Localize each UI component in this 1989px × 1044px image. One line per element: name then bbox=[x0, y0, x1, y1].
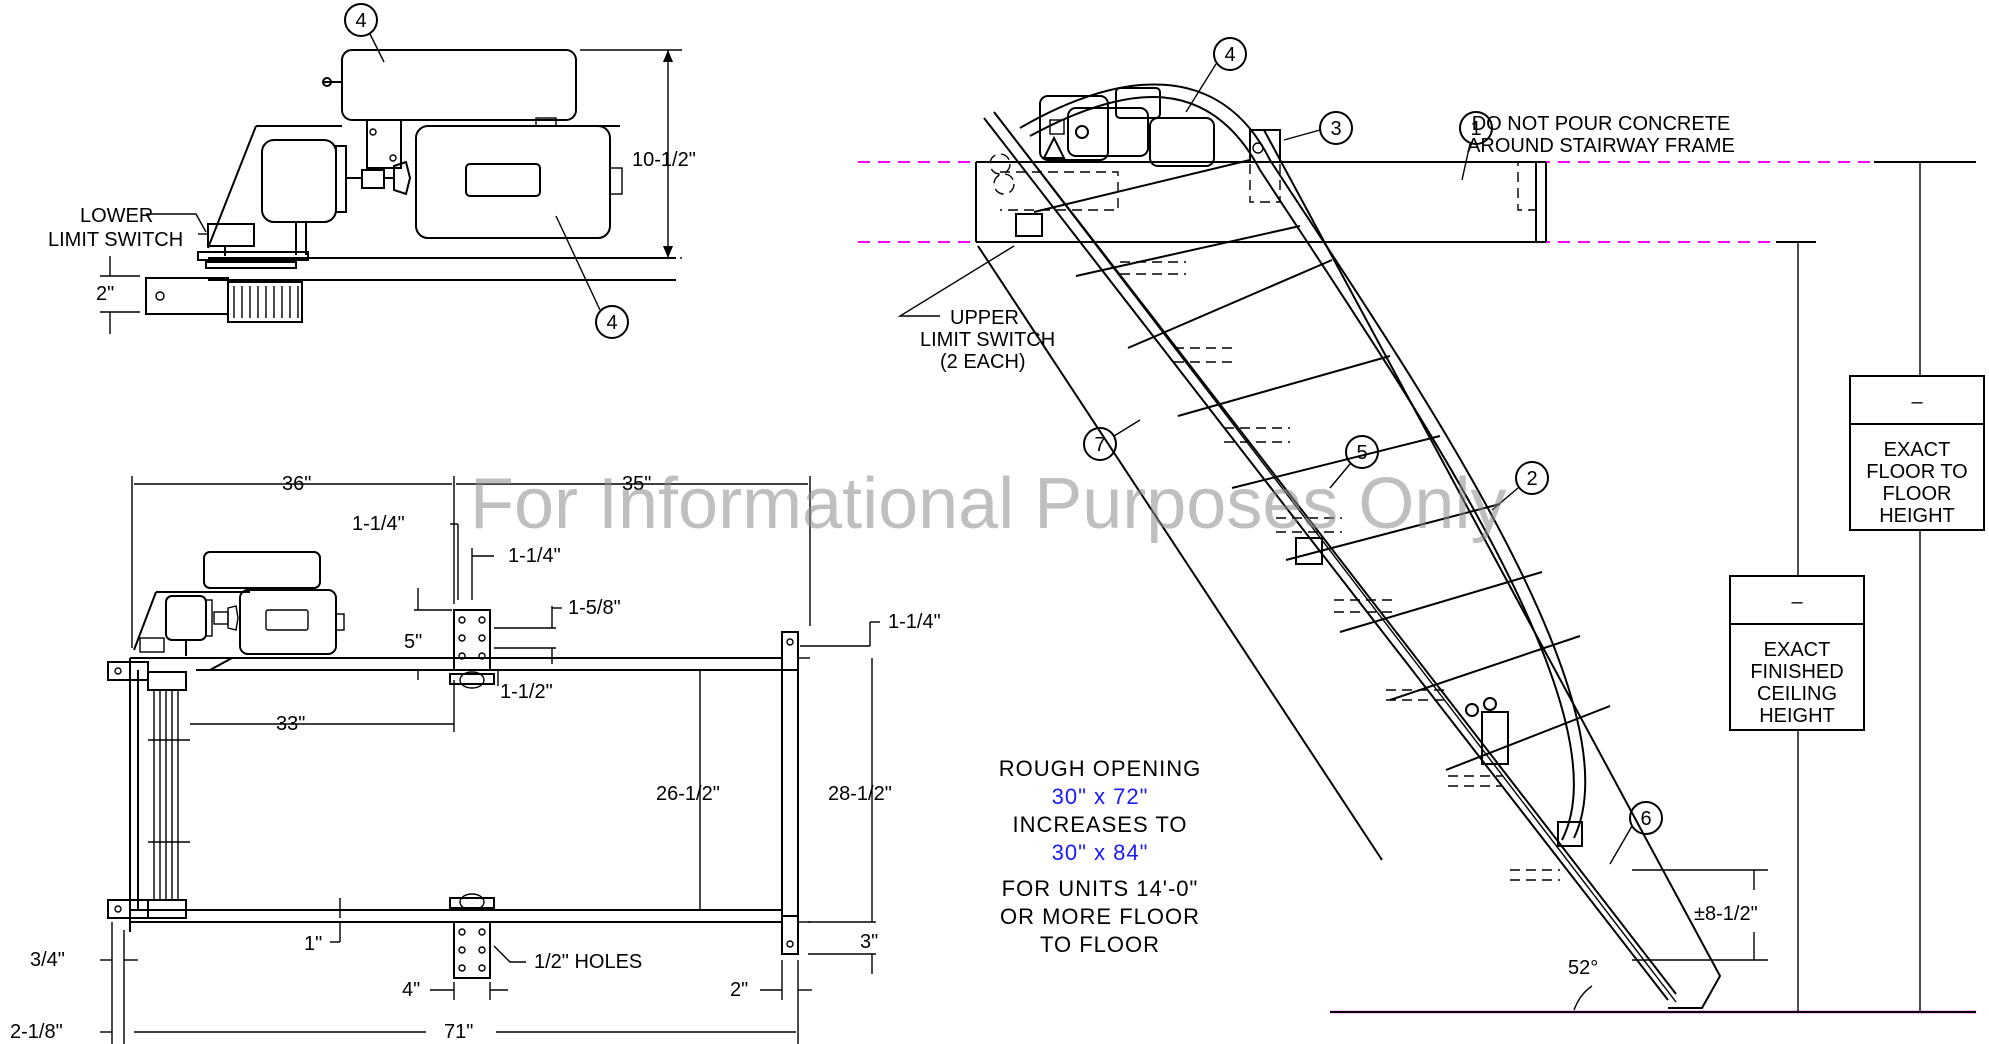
svg-text:FLOOR TO: FLOOR TO bbox=[1866, 461, 1968, 483]
side-view: DO NOT POUR CONCRETE AROUND STAIRWAY FRA… bbox=[858, 37, 1985, 1014]
dim-mid: 33" bbox=[276, 713, 305, 735]
dim-bracket-h: 5" bbox=[404, 631, 422, 653]
opening-line-3: INCREASES TO bbox=[1012, 812, 1187, 837]
lower-limit-switch bbox=[207, 223, 255, 247]
dim-height: 10-1/2" bbox=[632, 149, 696, 171]
drive-motor bbox=[261, 139, 337, 223]
mount-bracket bbox=[145, 277, 229, 315]
note-top-2: AROUND STAIRWAY FRAME bbox=[1467, 135, 1735, 157]
upper-motor-housing bbox=[341, 49, 577, 121]
ceiling-height-value: – bbox=[1791, 591, 1803, 613]
dim-base: 2" bbox=[96, 283, 114, 305]
upper-limit-switch bbox=[1015, 213, 1043, 237]
svg-text:4: 4 bbox=[1224, 44, 1235, 66]
coupling bbox=[361, 169, 385, 189]
svg-text:4: 4 bbox=[606, 312, 617, 334]
callout-3 bbox=[1319, 111, 1353, 145]
drive-sprocket bbox=[227, 281, 303, 323]
stringer-outer bbox=[1263, 129, 1722, 1009]
svg-text:6: 6 bbox=[1640, 808, 1651, 830]
opening-line-1: ROUGH OPENING bbox=[999, 756, 1201, 781]
opening-line-4: 30" x 84" bbox=[1052, 840, 1149, 865]
callout-4-bottom bbox=[595, 305, 629, 339]
stringer-main bbox=[983, 117, 1669, 1001]
svg-text:HEIGHT: HEIGHT bbox=[1759, 705, 1835, 727]
callout-1 bbox=[1459, 111, 1493, 145]
svg-text:FLOOR: FLOOR bbox=[1883, 483, 1952, 505]
dim-bracket-1: 1-1/4" bbox=[352, 513, 405, 535]
svg-text:5: 5 bbox=[1356, 442, 1367, 464]
dim-total: 71" bbox=[444, 1021, 473, 1043]
dim-two: 2" bbox=[730, 979, 748, 1001]
dim-four: 4" bbox=[402, 979, 420, 1001]
opening-line-6: OR MORE FLOOR bbox=[1000, 904, 1200, 929]
upper-limit-label-1: UPPER bbox=[950, 307, 1019, 329]
opening-line-2: 30" x 72" bbox=[1052, 784, 1149, 809]
dim-slot2: 1-1/2" bbox=[500, 681, 553, 703]
actuator bbox=[1481, 711, 1509, 765]
dim-right-tab: 1-1/4" bbox=[888, 611, 941, 633]
gear-motor-housing bbox=[415, 125, 611, 239]
dim-outer-width: 28-1/2" bbox=[828, 783, 892, 805]
dim-inner-width: 26-1/2" bbox=[656, 783, 720, 805]
callout-4-side bbox=[1213, 37, 1247, 71]
svg-text:HEIGHT: HEIGHT bbox=[1879, 505, 1955, 527]
floor-height-box bbox=[1849, 375, 1985, 531]
svg-text:EXACT: EXACT bbox=[1884, 439, 1951, 461]
motor-detail-view: LOWER LIMIT SWITCH 10-1/2" 2" 4 4 bbox=[48, 3, 696, 339]
svg-text:1: 1 bbox=[1470, 118, 1481, 140]
callout-5 bbox=[1345, 435, 1379, 469]
dim-two-eighth: 2-1/8" bbox=[10, 1021, 63, 1043]
dim-bracket-2: 1-1/4" bbox=[508, 545, 561, 567]
stringer-lower bbox=[977, 245, 1383, 861]
upper-limit-label-3: (2 EACH) bbox=[940, 351, 1026, 373]
lower-limit-switch-label-1: LOWER bbox=[80, 205, 153, 227]
top-motor bbox=[1149, 117, 1215, 167]
svg-text:EXACT: EXACT bbox=[1764, 639, 1831, 661]
handrail-arc bbox=[1019, 83, 1587, 839]
motor-bracket bbox=[366, 119, 402, 169]
dim-left-span: 36" bbox=[282, 473, 311, 495]
dim-bottom-1: 1" bbox=[304, 933, 322, 955]
callout-7 bbox=[1083, 427, 1117, 461]
angle-label: 52° bbox=[1568, 957, 1598, 979]
svg-text:3: 3 bbox=[1330, 118, 1341, 140]
opening-line-5: FOR UNITS 14'-0" bbox=[1002, 876, 1199, 901]
floor-height-value: – bbox=[1911, 391, 1923, 413]
svg-text:7: 7 bbox=[1094, 434, 1105, 456]
dim-slot: 1-5/8" bbox=[568, 597, 621, 619]
rise-label: ±8-1/2" bbox=[1694, 903, 1758, 925]
svg-text:2: 2 bbox=[1526, 468, 1537, 490]
svg-text:4: 4 bbox=[355, 10, 366, 32]
rough-opening-note: ROUGH OPENING 30" x 72" INCREASES TO 30"… bbox=[999, 756, 1201, 957]
svg-text:CEILING: CEILING bbox=[1757, 683, 1837, 705]
plan-view: 36" 35" 1-1/4" 1-1/4" 5" 1-5/8" 1-1/2" 3… bbox=[10, 473, 941, 1044]
upper-limit-label-2: LIMIT SWITCH bbox=[920, 329, 1055, 351]
dim-three: 3" bbox=[860, 931, 878, 953]
lower-limit-switch-label-2: LIMIT SWITCH bbox=[48, 229, 183, 251]
dim-right-span: 35" bbox=[622, 473, 651, 495]
svg-text:FINISHED: FINISHED bbox=[1750, 661, 1843, 683]
watermark: For Informational Purposes Only bbox=[470, 464, 1506, 544]
callout-2 bbox=[1515, 461, 1549, 495]
callout-6 bbox=[1629, 801, 1663, 835]
opening-line-7: TO FLOOR bbox=[1040, 932, 1160, 957]
ceiling-height-box bbox=[1729, 575, 1865, 731]
note-top-1: DO NOT POUR CONCRETE bbox=[1472, 113, 1731, 135]
dim-holes: 1/2" HOLES bbox=[534, 951, 642, 973]
dim-three-quarter: 3/4" bbox=[30, 949, 65, 971]
callout-4-top bbox=[344, 3, 378, 37]
